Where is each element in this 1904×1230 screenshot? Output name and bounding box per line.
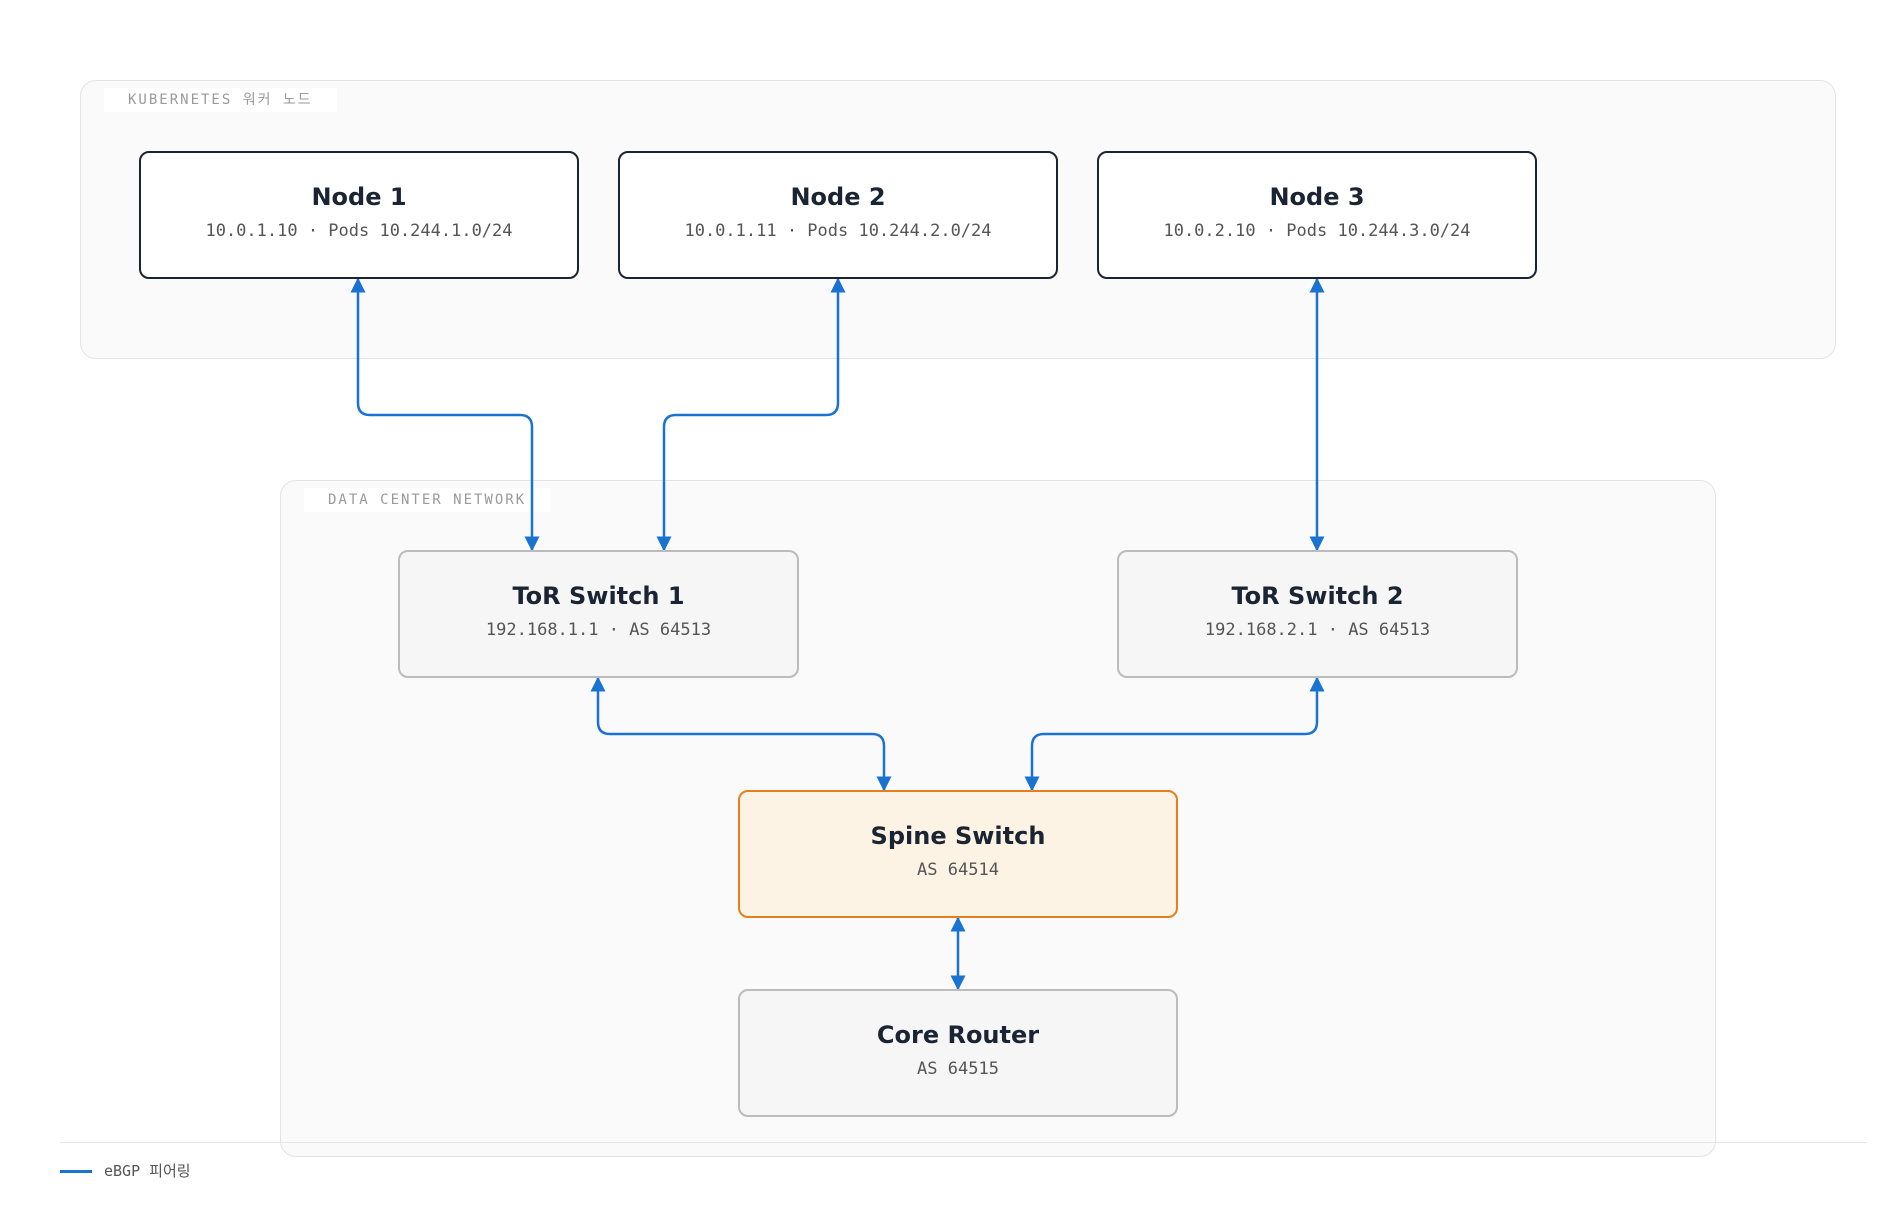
legend-ebgp-label: eBGP 피어링 [104, 1162, 191, 1180]
spine-switch-subtitle: AS 64514 [917, 860, 999, 880]
node-1-box[interactable]: Node 1 10.0.1.10 · Pods 10.244.1.0/24 [139, 151, 579, 279]
tor-switch-2-subtitle: 192.168.2.1 · AS 64513 [1204, 620, 1431, 640]
core-router-box[interactable]: Core Router AS 64515 [738, 989, 1178, 1117]
node-1-title: Node 1 [311, 183, 407, 211]
link-node1-tor1 [350, 277, 540, 552]
spine-switch-title: Spine Switch [870, 822, 1046, 850]
tor-switch-1-box[interactable]: ToR Switch 1 192.168.1.1 · AS 64513 [398, 550, 799, 678]
tor-switch-2-box[interactable]: ToR Switch 2 192.168.2.1 · AS 64513 [1117, 550, 1518, 678]
core-router-subtitle: AS 64515 [917, 1059, 999, 1079]
spine-switch-box[interactable]: Spine Switch AS 64514 [738, 790, 1178, 918]
link-node2-tor1 [656, 277, 846, 552]
tor-switch-1-title: ToR Switch 1 [512, 582, 685, 610]
ebgp-line-swatch-icon [60, 1170, 92, 1173]
node-1-subtitle: 10.0.1.10 · Pods 10.244.1.0/24 [205, 221, 513, 241]
link-tor2-spine [1024, 676, 1325, 792]
node-3-subtitle: 10.0.2.10 · Pods 10.244.3.0/24 [1163, 221, 1471, 241]
link-tor1-spine [590, 676, 892, 792]
tor-switch-2-title: ToR Switch 2 [1231, 582, 1404, 610]
node-3-title: Node 3 [1269, 183, 1365, 211]
legend-divider [60, 1142, 1866, 1143]
node-2-title: Node 2 [790, 183, 886, 211]
kubernetes-group-label: KUBERNETES 워커 노드 [104, 88, 337, 112]
tor-switch-1-subtitle: 192.168.1.1 · AS 64513 [485, 620, 712, 640]
node-2-subtitle: 10.0.1.11 · Pods 10.244.2.0/24 [684, 221, 992, 241]
node-2-box[interactable]: Node 2 10.0.1.11 · Pods 10.244.2.0/24 [618, 151, 1058, 279]
node-3-box[interactable]: Node 3 10.0.2.10 · Pods 10.244.3.0/24 [1097, 151, 1537, 279]
core-router-title: Core Router [876, 1021, 1040, 1049]
